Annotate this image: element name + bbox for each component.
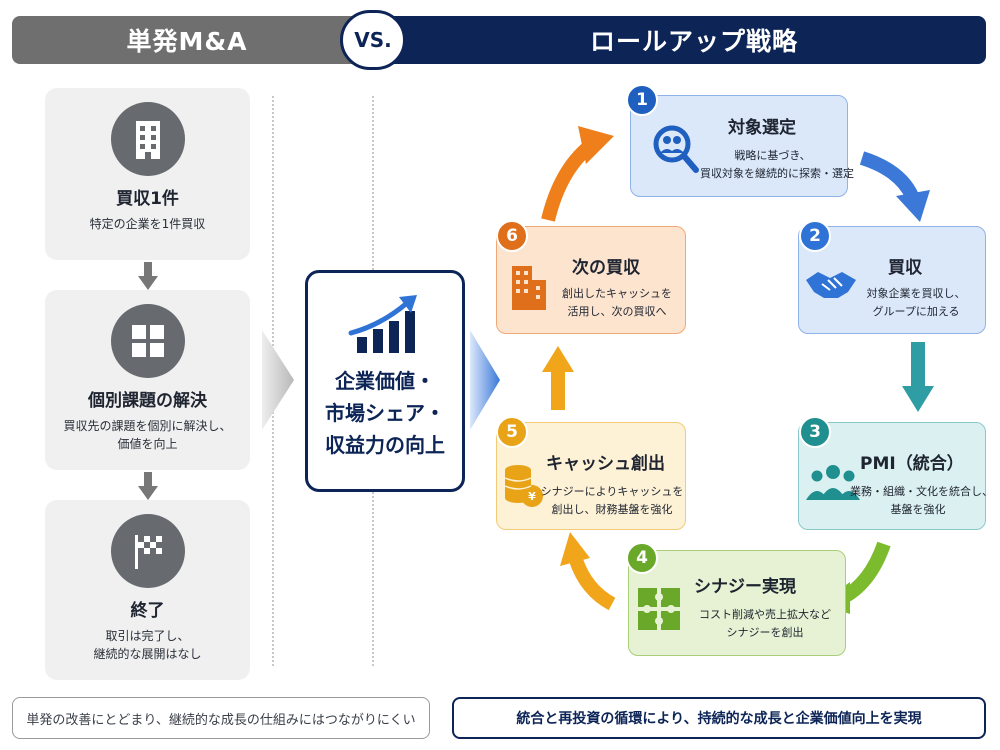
single-step-desc: 買収先の課題を個別に解決し、 価値を向上 [63, 417, 231, 453]
desc-line: 基盤を強化 [890, 503, 946, 516]
desc-line: グループに加える [872, 305, 960, 318]
handshake-icon [806, 272, 856, 298]
single-step-title: 個別課題の解決 [88, 391, 207, 411]
single-step-title: 買収1件 [116, 189, 179, 209]
header-rollup: ロールアップ戦略 [372, 16, 986, 64]
puzzle-icon [638, 588, 680, 630]
cycle-title: 買収 [888, 258, 922, 278]
step-number-badge: 4 [626, 542, 658, 574]
goal-line: 市場シェア・ [325, 401, 445, 425]
desc-line: 活用し、次の買収へ [567, 305, 667, 318]
single-step-desc: 特定の企業を1件買収 [89, 217, 206, 231]
single-step-acquire: 買収1件 特定の企業を1件買収 [45, 88, 250, 260]
desc-line: 業務・組織・文化を統合し、 [850, 485, 993, 498]
desc-line: 価値を向上 [117, 437, 178, 451]
step-number-badge: 3 [799, 416, 831, 448]
single-step-end: 終了 取引は完了し、 継続的な展開はなし [45, 500, 250, 680]
desc-line: コスト削減や売上拡大など [699, 608, 831, 621]
step-number-badge: 5 [496, 416, 528, 448]
step-number-badge: 2 [799, 220, 831, 252]
building-icon [110, 102, 185, 176]
down-arrow-icon [138, 262, 158, 290]
chevron-right-icon [262, 330, 294, 430]
cycle-title: 次の買収 [572, 258, 640, 278]
desc-line: 対象企業を買収し、 [866, 287, 966, 300]
desc-line: 取引は完了し、 [105, 629, 190, 643]
step-number-badge: 1 [626, 84, 658, 116]
cycle-desc: コスト削減や売上拡大など シナジーを創出 [690, 606, 840, 642]
vs-badge: VS. [340, 10, 406, 70]
desc-line: 継続的な展開はなし [93, 647, 202, 661]
single-step-desc: 取引は完了し、 継続的な展開はなし [93, 627, 201, 663]
footer-rollup-summary: 統合と再投資の循環により、持続的な成長と企業価値向上を実現 [452, 697, 986, 739]
desc-line: 創出したキャッシュを [562, 287, 672, 300]
svg-text:¥: ¥ [528, 490, 536, 503]
single-step-title: 終了 [130, 601, 165, 621]
footer-single-summary: 単発の改善にとどまり、継続的な成長の仕組みにはつながりにくい [12, 697, 430, 739]
down-arrow-icon [138, 472, 158, 500]
goal-line: 企業価値・ [335, 369, 435, 393]
desc-line: 創出し、財務基盤を強化 [551, 503, 673, 516]
puzzle-icon [110, 304, 185, 378]
cycle-title: キャッシュ創出 [546, 454, 665, 474]
cycle-desc: 業務・組織・文化を統合し、 基盤を強化 [850, 483, 993, 519]
desc-line: 買収対象を継続的に探索・選定 [700, 167, 854, 180]
cycle-desc: 戦略に基づき、 買収対象を継続的に探索・選定 [700, 147, 854, 183]
growth-chart-icon [348, 295, 417, 353]
single-step-solve: 個別課題の解決 買収先の課題を個別に解決し、 価値を向上 [45, 290, 250, 470]
team-icon [806, 465, 860, 500]
step-number-badge: 6 [496, 220, 528, 252]
header-left-title: 単発M&A [126, 27, 248, 56]
building-icon [512, 266, 546, 310]
desc-line: シナジーによりキャッシュを [540, 485, 684, 498]
search-people-icon [653, 125, 699, 173]
goal-line: 収益力の向上 [325, 433, 445, 457]
goal-text: 企業価値・ 市場シェア・ 収益力の向上 [325, 365, 445, 461]
cycle-desc: 創出したキャッシュを 活用し、次の買収へ [550, 285, 684, 321]
header-right-title: ロールアップ戦略 [589, 27, 798, 56]
chevron-right-icon [470, 330, 500, 430]
cycle-title: 対象選定 [728, 118, 796, 138]
cycle-desc: シナジーによりキャッシュを 創出し、財務基盤を強化 [540, 483, 684, 519]
desc-line: 買収先の課題を個別に解決し、 [63, 419, 232, 433]
cycle-desc: 対象企業を買収し、 グループに加える [848, 285, 984, 321]
checkered-flag-icon [110, 514, 185, 588]
coins-icon: ¥ [504, 465, 543, 507]
cycle-card-select [630, 95, 848, 197]
cycle-title: PMI（統合） [860, 454, 964, 474]
goal-box: 企業価値・ 市場シェア・ 収益力の向上 [305, 270, 465, 492]
cycle-title: シナジー実現 [694, 577, 796, 597]
desc-line: 戦略に基づき、 [734, 149, 811, 162]
desc-line: シナジーを創出 [726, 626, 804, 639]
